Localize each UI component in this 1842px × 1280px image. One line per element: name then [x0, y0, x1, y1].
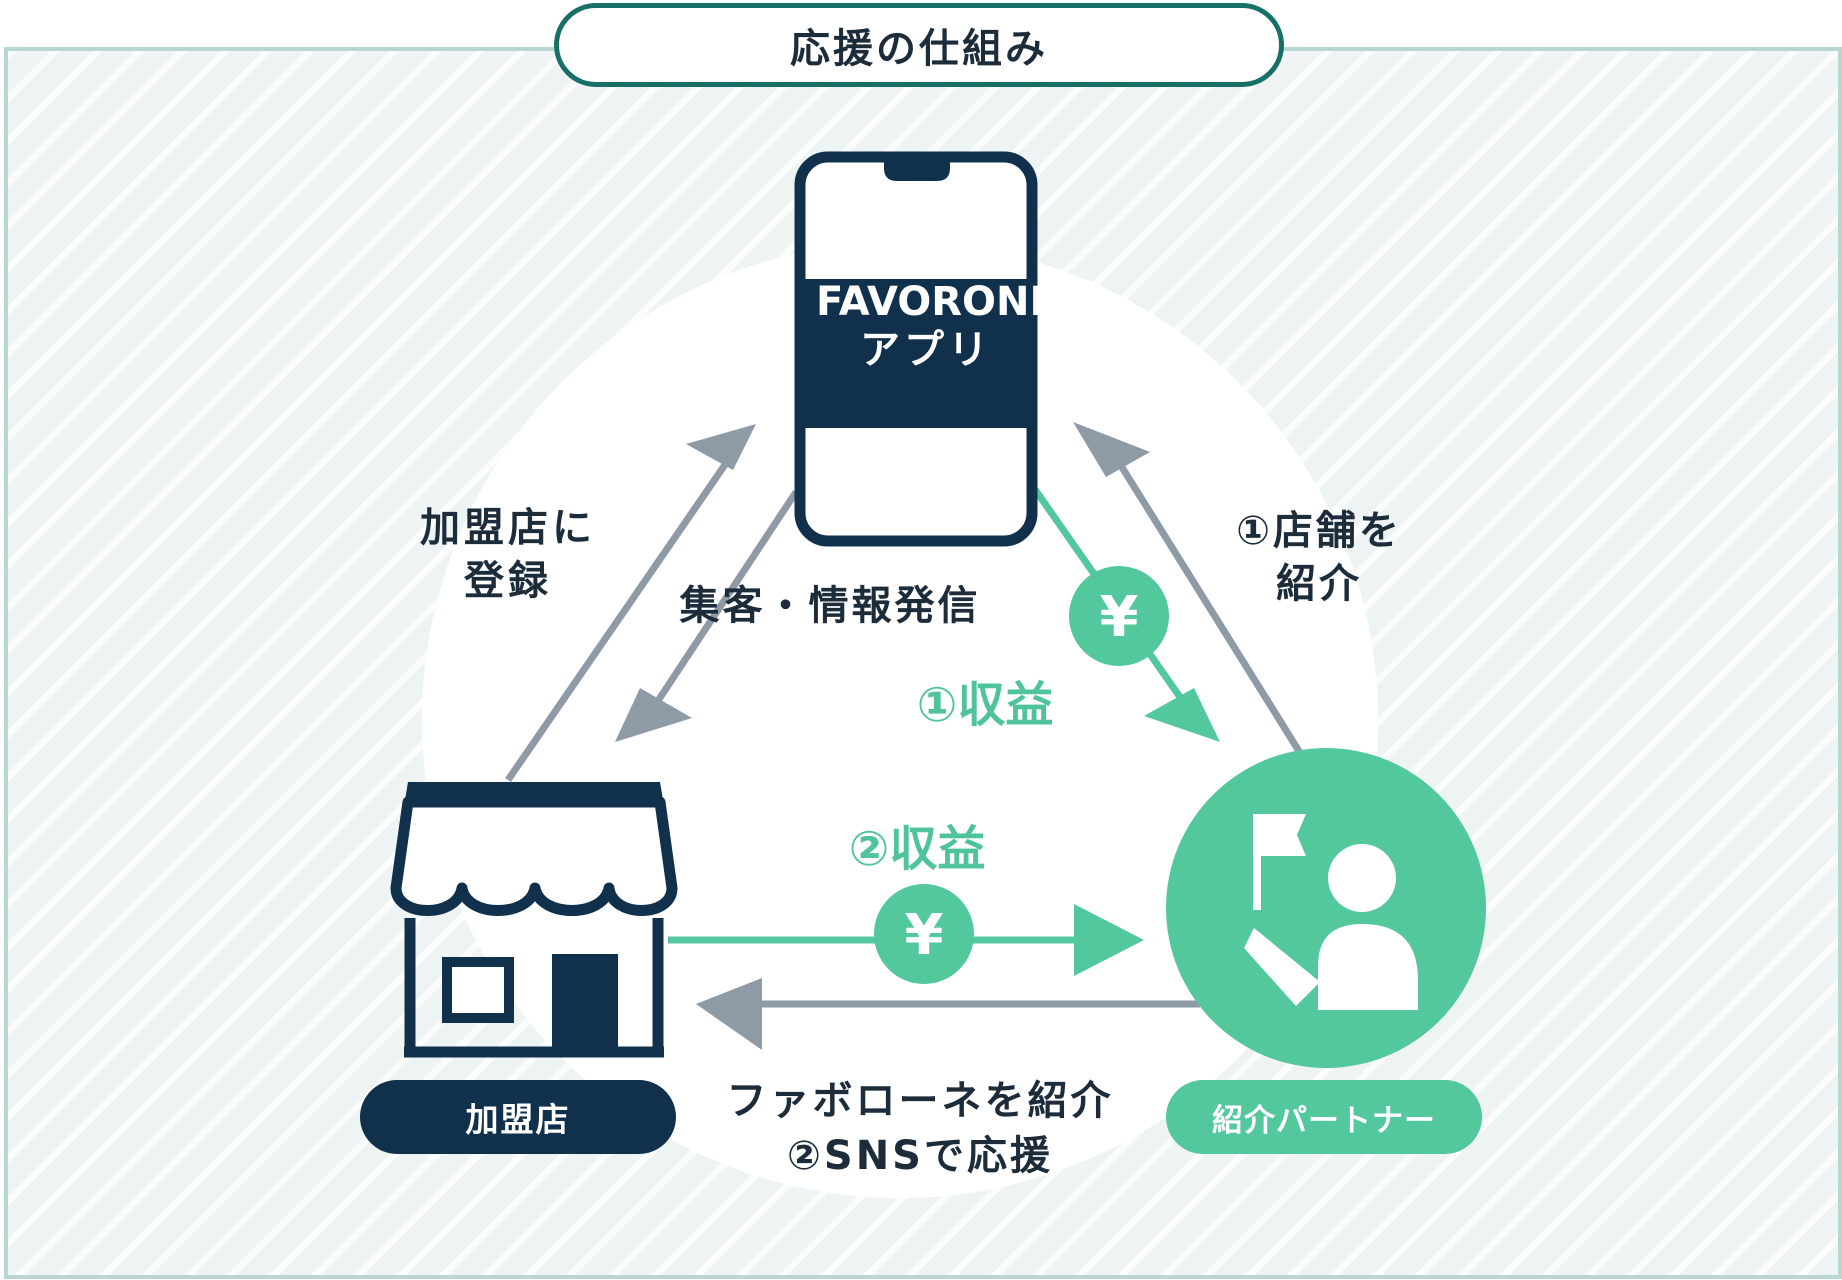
arrow-app-to-store	[615, 490, 799, 742]
app-label: FAVORONE アプリ	[816, 278, 1057, 374]
edge-label-partner-to-app: ①店舗を 紹介	[1236, 508, 1402, 607]
smartphone-icon	[794, 151, 1038, 547]
app-subtitle: アプリ	[860, 327, 992, 373]
page-title: 応援の仕組み	[554, 3, 1284, 87]
yen-coin-top: ¥	[1069, 566, 1169, 666]
yen-symbol-top: ¥	[1100, 585, 1139, 650]
arrow-store-to-app	[505, 424, 756, 782]
store-icon	[390, 782, 678, 1058]
edge-label-store-to-app: 加盟店に 登録	[420, 505, 596, 604]
edge-label-partner-to-store: ファボローネを紹介 ②SNSで応援	[726, 1078, 1114, 1180]
app-name: FAVORONE	[816, 279, 1057, 325]
edge-label-revenue-2: ②収益	[848, 821, 986, 877]
edge-label-revenue-1: ①収益	[916, 677, 1054, 733]
arrow-partner-to-store	[696, 978, 1200, 1050]
yen-coin-bottom: ¥	[874, 884, 974, 984]
arrow-partner-to-app	[1073, 422, 1305, 758]
partner-label: 紹介パートナー	[1166, 1080, 1482, 1154]
edge-label-app-to-store: 集客・情報発信	[679, 583, 981, 629]
store-label: 加盟店	[360, 1080, 676, 1154]
yen-symbol-bottom: ¥	[905, 903, 944, 968]
partner-icon	[1166, 748, 1486, 1068]
